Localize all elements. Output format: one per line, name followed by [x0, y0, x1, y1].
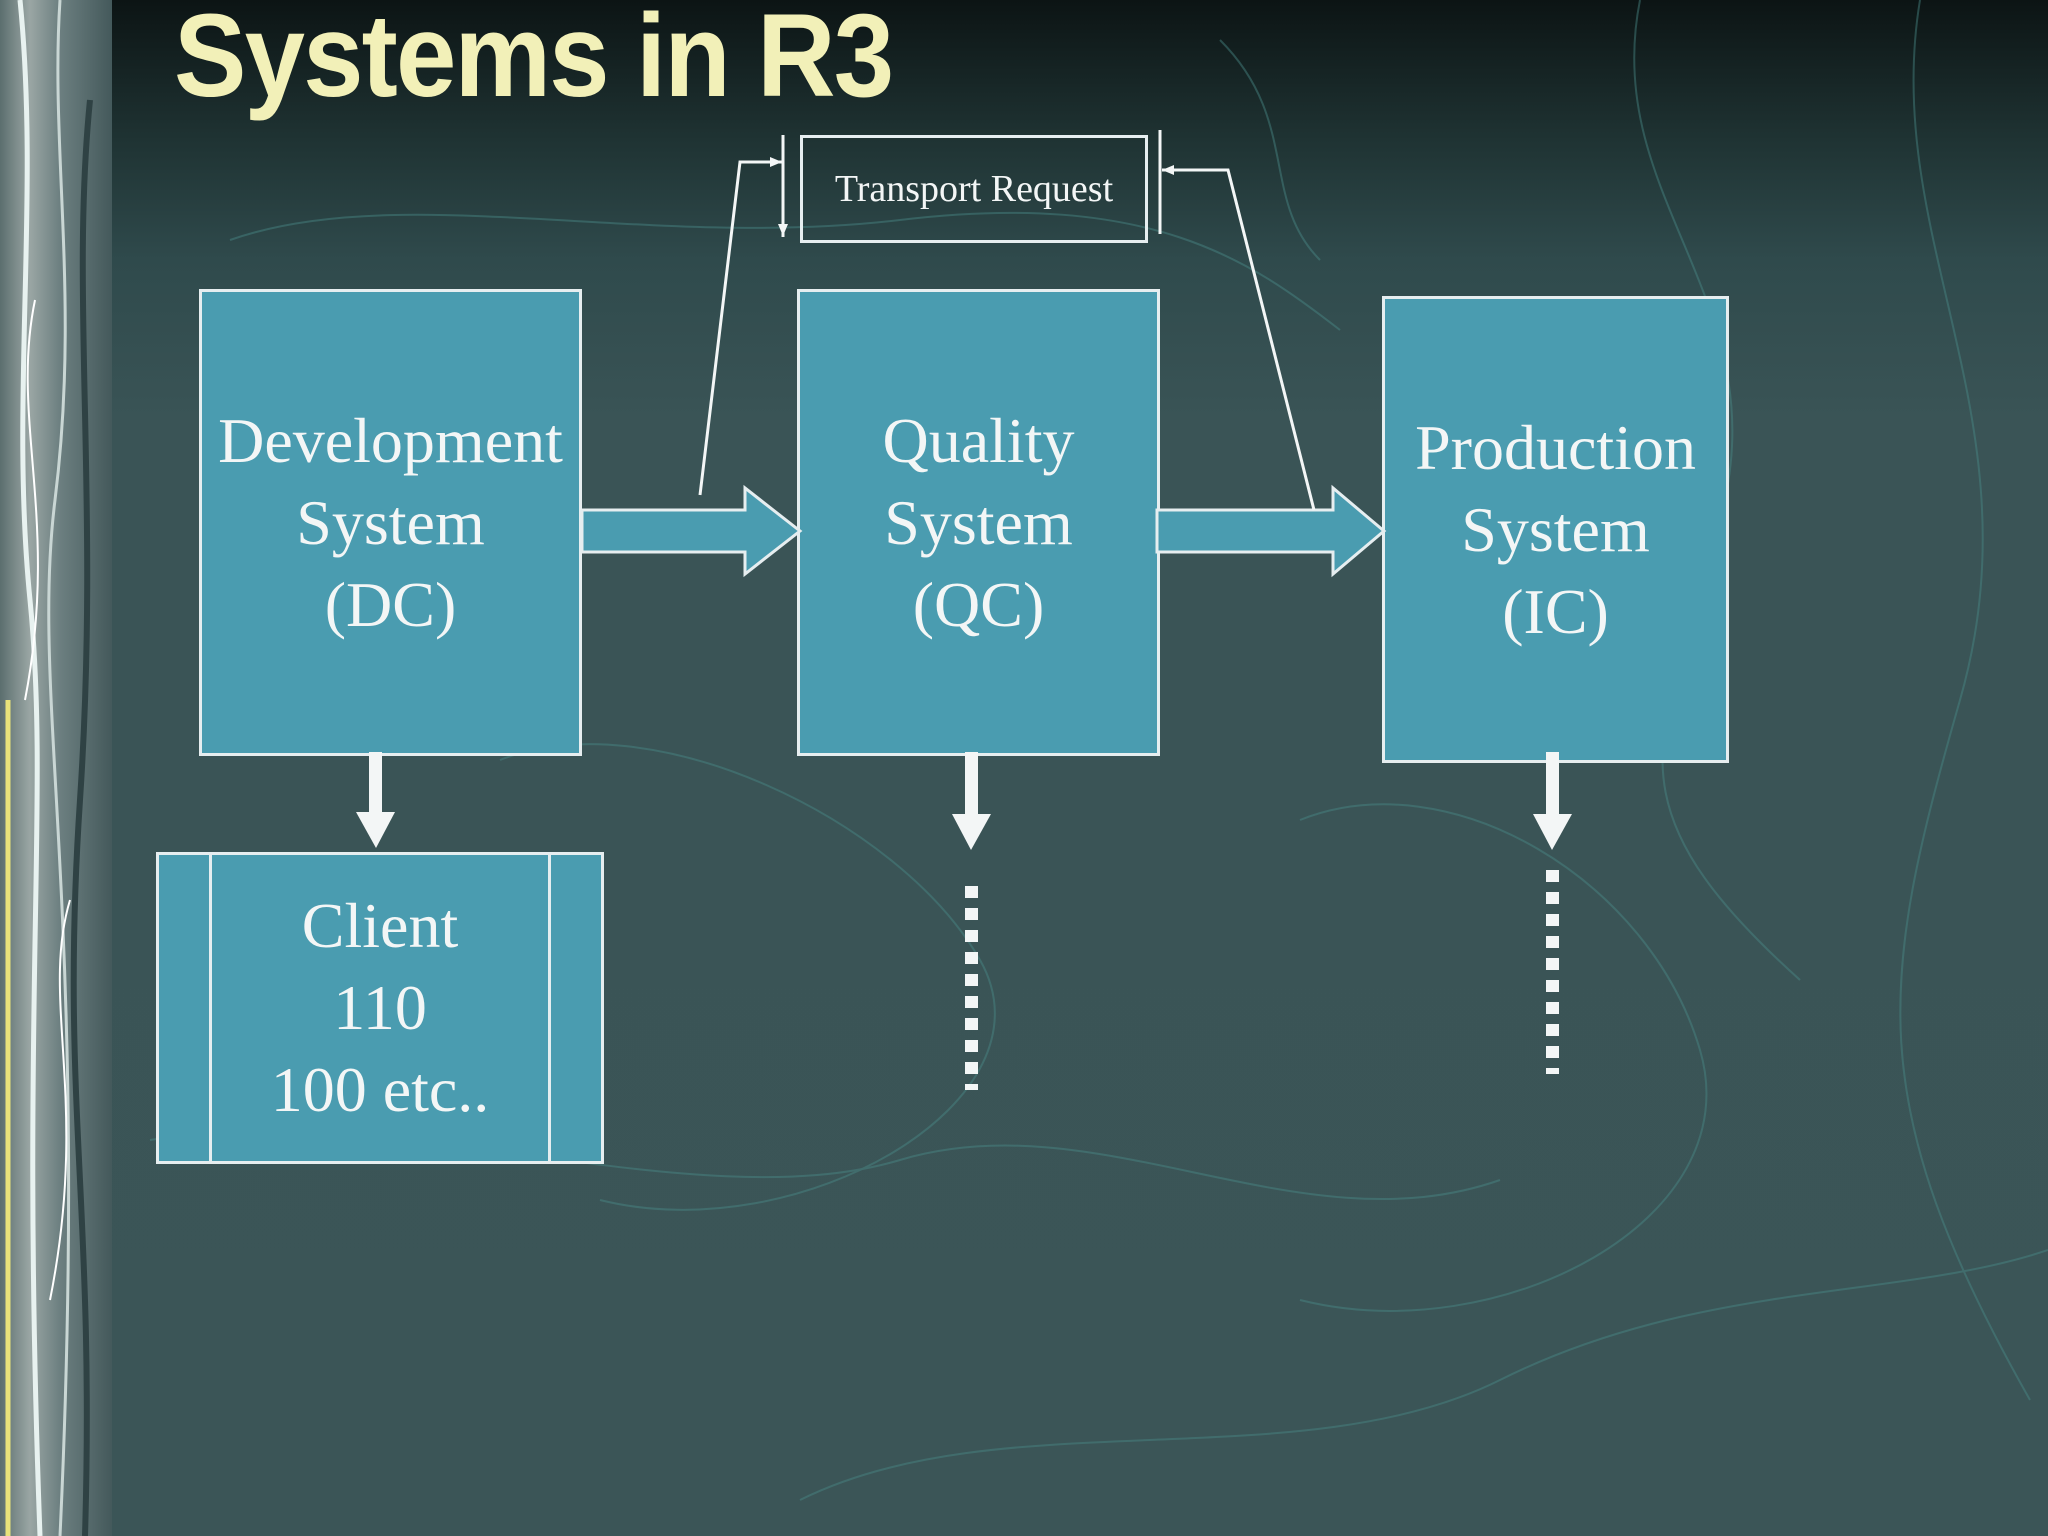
production-down-arrow — [1533, 752, 1572, 850]
production-system-box: Production System (IC) — [1382, 296, 1729, 763]
development-system-line-3: (DC) — [324, 568, 457, 640]
development-system-box: Development System (DC) — [199, 289, 582, 756]
transport-line-to-production — [1162, 165, 1316, 511]
client-line-1: Client — [301, 890, 459, 961]
quality-dotted-continuation — [965, 886, 978, 1090]
client-line-3: 100 etc.. — [270, 1054, 490, 1125]
client-box-right-bar — [548, 855, 551, 1161]
quality-to-production-arrow — [1155, 484, 1387, 578]
quality-system-line-1: Quality — [882, 404, 1075, 476]
quality-system-line-3: (QC) — [912, 568, 1045, 640]
development-system-line-2: System — [296, 486, 485, 558]
slide-title: Systems in R3 — [174, 0, 894, 122]
terrain-map-image — [5, 0, 93, 1536]
production-dotted-continuation — [1546, 870, 1559, 1074]
development-system-line-1: Development — [218, 404, 563, 476]
decorative-terrain-strip — [0, 0, 112, 1536]
client-box-left-bar — [209, 855, 212, 1161]
client-line-2: 110 — [333, 972, 427, 1043]
production-system-line-1: Production — [1415, 411, 1696, 483]
quality-system-box: Quality System (QC) — [797, 289, 1160, 756]
transport-request-label: Transport Request — [800, 135, 1148, 243]
dev-to-client-arrow — [356, 752, 395, 848]
quality-down-arrow — [952, 752, 991, 850]
dev-to-quality-arrow — [580, 484, 803, 578]
production-system-line-3: (IC) — [1502, 575, 1609, 647]
transport-line-from-dev — [698, 157, 782, 496]
client-box: Client 110 100 etc.. — [156, 852, 604, 1164]
quality-system-line-2: System — [884, 486, 1073, 558]
production-system-line-2: System — [1461, 493, 1650, 565]
